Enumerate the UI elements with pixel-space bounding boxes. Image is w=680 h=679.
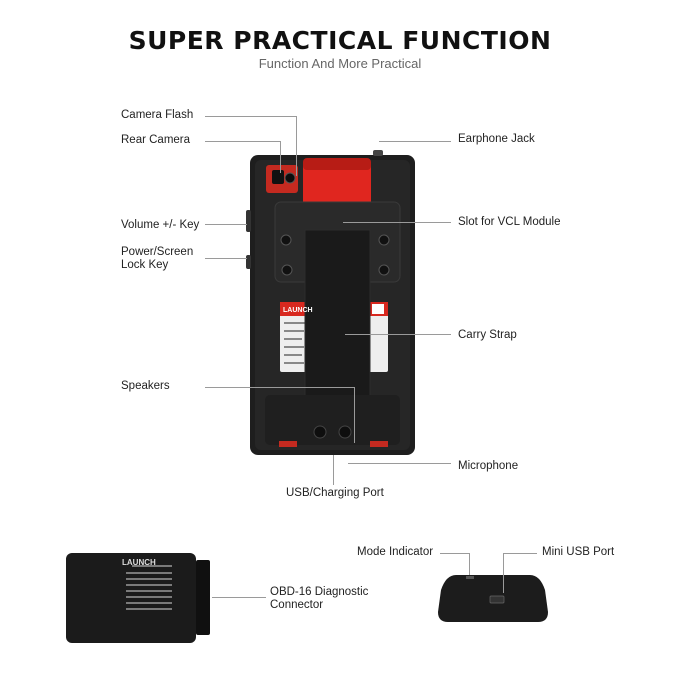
brand-text-label: LAUNCH [283,307,313,314]
label-volume-key: Volume +/- Key [121,219,200,231]
label-slot-vcl: Slot for VCL Module [458,216,561,228]
volume-button-shape [246,210,251,232]
speaker-right-shape [370,441,388,447]
line-mode-indicator [440,553,470,554]
page-title: SUPER PRACTICAL FUNCTION [128,26,552,55]
line-rear-camera [205,141,281,142]
line-power-key [205,258,247,259]
line-usb-port [333,455,334,485]
line-speakers [205,387,355,388]
page-subtitle: Function And More Practical [258,56,422,71]
earphone-jack-shape [373,150,383,156]
label-power-key-line2: Lock Key [121,259,169,271]
line-rear-camera-drop [280,141,281,173]
label-carry-strap: Carry Strap [458,329,517,341]
brand-text-obd: LAUNCH [122,558,156,567]
line-slot-vcl [343,222,451,223]
line-mini-usb [503,553,537,554]
flash-shape [272,170,284,184]
mini-usb-shape [489,595,505,604]
power-button-shape [246,255,251,269]
line-camera-flash-drop [296,116,297,176]
line-volume-key [205,224,247,225]
label-obd-line1: OBD-16 Diagnostic [270,586,369,598]
obd-connector-image [66,553,210,643]
label-power-key-line1: Power/Screen [121,246,194,258]
vcl-module-shape [303,158,371,208]
carry-strap-shape [304,229,371,421]
label-earphone-jack: Earphone Jack [458,133,535,145]
vcl-mini-module-image [438,575,548,622]
tablet-rear-view [246,150,415,455]
label-usb-port: USB/Charging Port [286,487,384,499]
label-microphone: Microphone [458,460,519,472]
label-speakers: Speakers [121,380,170,392]
camera-lens [284,172,296,184]
line-carry-strap [345,334,451,335]
line-obd [212,597,266,598]
line-camera-flash [205,116,297,117]
line-microphone [348,463,451,464]
label-camera-flash: Camera Flash [121,109,194,121]
line-speakers-drop [354,387,355,443]
line-earphone-jack [379,141,451,142]
speaker-left-shape [279,441,297,447]
mode-indicator-shape [466,576,474,579]
label-rear-camera: Rear Camera [121,134,191,146]
label-mini-usb: Mini USB Port [542,546,615,558]
label-mode-indicator: Mode Indicator [357,546,434,558]
line-mini-usb-drop [503,553,504,593]
label-obd-line2: Connector [270,599,324,611]
line-mode-indicator-drop [469,553,470,575]
